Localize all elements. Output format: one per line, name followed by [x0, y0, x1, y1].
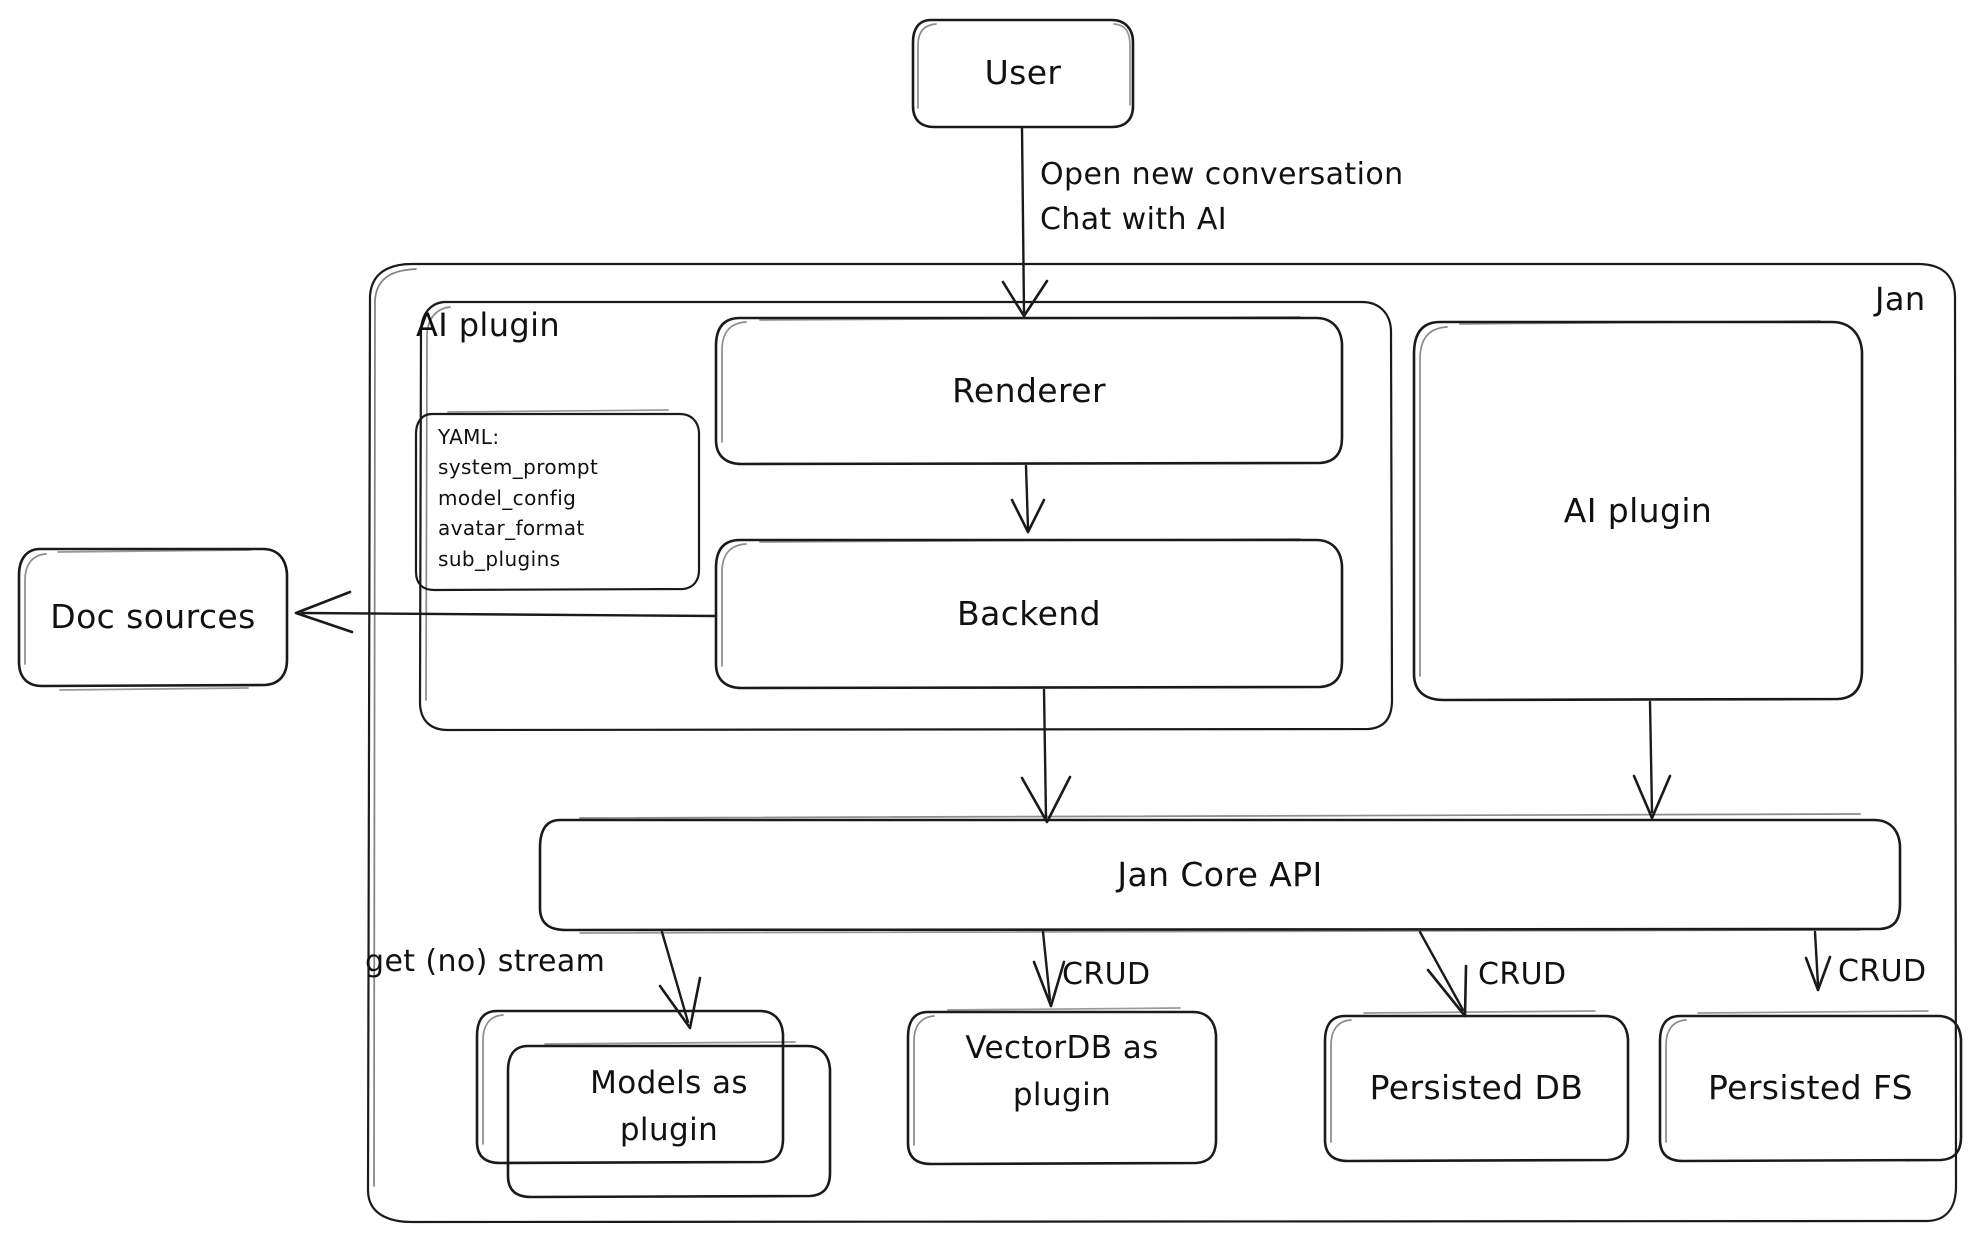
edge-backend-to-core-api	[1020, 688, 1072, 824]
node-backend-label: Backend	[957, 593, 1101, 633]
node-backend-outline	[714, 538, 1344, 690]
node-ai-plugin-label: AI plugin	[1563, 490, 1713, 530]
edge-backend-to-doc-sources	[294, 590, 718, 634]
edge-user-to-renderer-label-line2: Chat with AI	[1040, 202, 1227, 237]
node-renderer-outline	[714, 316, 1344, 466]
edge-ai-plugin-to-core-api	[1632, 700, 1672, 820]
node-vectordb-outline	[906, 1007, 1218, 1166]
node-vectordb-label-line1: VectorDB as	[965, 1030, 1159, 1066]
container-ai-plugin-group-label: AI plugin	[416, 306, 561, 344]
node-ai-plugin-outline	[1412, 320, 1864, 702]
yaml-note-key-avatar-format: avatar_format	[438, 516, 585, 541]
node-models-label-line1: Models as	[590, 1065, 748, 1101]
node-models-outline-back	[475, 1009, 785, 1165]
container-jan-outline	[366, 262, 1958, 1224]
container-jan-label: Jan	[1875, 280, 1926, 318]
node-doc-sources-outline	[17, 547, 289, 691]
node-models-outline-front	[506, 1041, 832, 1199]
node-jan-core-api-label: Jan Core API	[1117, 854, 1323, 894]
node-user-label: User	[984, 53, 1062, 93]
edge-core-api-to-vectordb-label: CRUD	[1062, 957, 1151, 992]
edge-user-to-renderer-label-line1: Open new conversation	[1040, 157, 1404, 192]
edge-core-api-to-persisted-db-label: CRUD	[1478, 957, 1567, 992]
node-user-outline	[911, 18, 1135, 129]
yaml-note: YAML: system_prompt model_config avatar_…	[438, 424, 599, 571]
node-persisted-fs-outline	[1658, 1010, 1963, 1163]
edge-core-api-to-persisted-fs-label: CRUD	[1838, 954, 1927, 989]
node-yaml-note-outline	[414, 409, 701, 592]
edge-core-api-to-models-label: get (no) stream	[365, 944, 606, 979]
edge-renderer-to-backend	[1010, 464, 1046, 534]
node-persisted-db-outline	[1323, 1010, 1630, 1163]
node-vectordb-label-line2: plugin	[1012, 1077, 1112, 1113]
node-models-label-line2: plugin	[619, 1112, 719, 1148]
edge-core-api-to-persisted-db	[1418, 930, 1468, 1018]
edge-user-to-renderer	[1001, 126, 1049, 318]
yaml-note-key-system-prompt: system_prompt	[438, 455, 599, 480]
edge-core-api-to-persisted-fs	[1804, 930, 1832, 992]
edge-core-api-to-models	[658, 930, 702, 1030]
node-persisted-db-label: Persisted DB	[1369, 1068, 1584, 1108]
container-ai-plugin-group-outline	[418, 300, 1394, 732]
edge-core-api-to-vectordb	[1032, 930, 1066, 1008]
node-persisted-fs-label: Persisted FS	[1708, 1068, 1913, 1108]
yaml-note-key-model-config: model_config	[438, 485, 577, 510]
yaml-note-title: YAML:	[438, 425, 500, 449]
node-jan-core-api-outline	[538, 813, 1902, 934]
yaml-note-key-sub-plugins: sub_plugins	[438, 546, 561, 571]
node-doc-sources-label: Doc sources	[50, 597, 256, 637]
node-renderer-label: Renderer	[952, 370, 1106, 410]
